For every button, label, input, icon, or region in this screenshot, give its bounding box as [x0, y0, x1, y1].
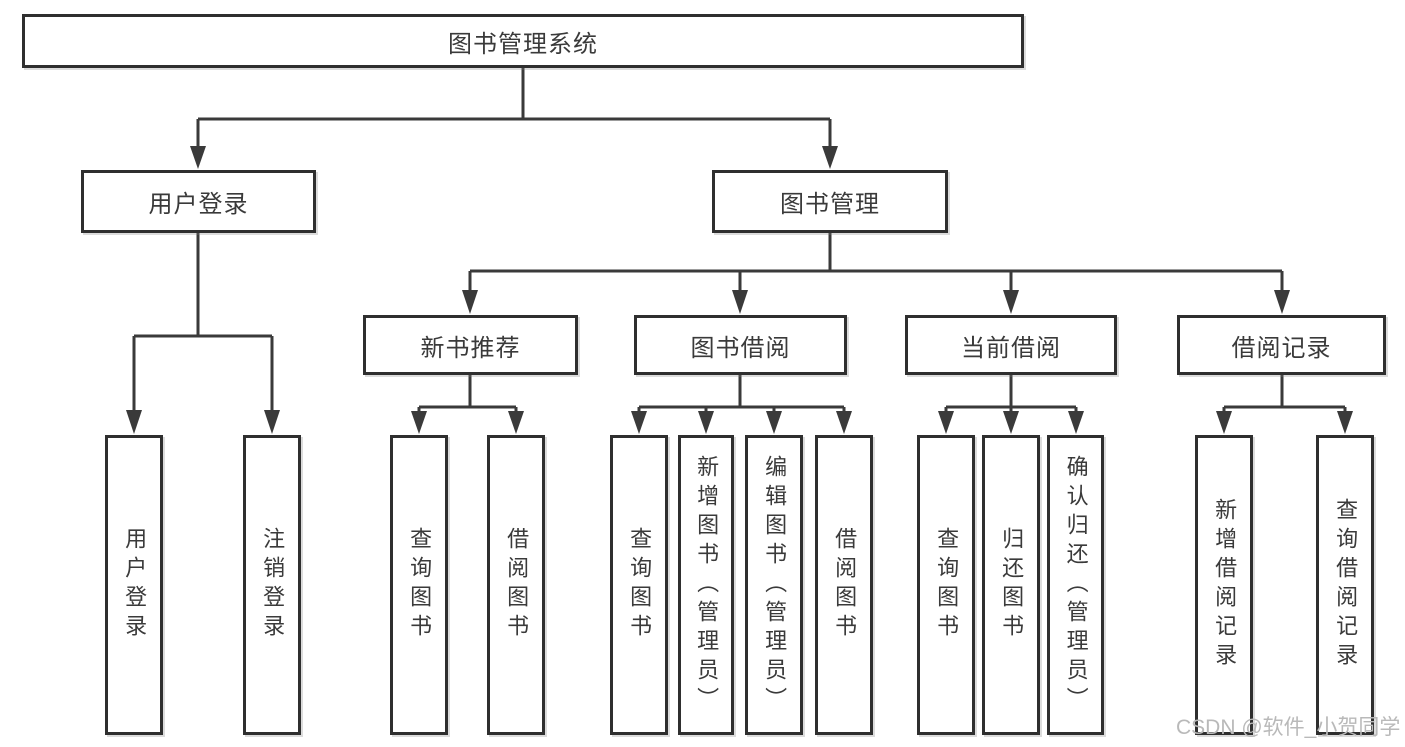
node-leaf-query-borrow-record: 查询借阅记录 [1316, 435, 1374, 735]
node-leaf-add-books-admin: 新增图书（管理员） [678, 435, 734, 735]
node-leaf-confirm-return-admin-label: 确认归还（管理员） [1063, 454, 1089, 716]
node-new-book-recommend: 新书推荐 [363, 315, 578, 375]
node-root: 图书管理系统 [22, 14, 1024, 68]
node-new-book-recommend-label: 新书推荐 [420, 334, 521, 362]
node-leaf-query-books-recommend-label: 查询图书 [407, 527, 433, 643]
arrowhead [698, 411, 714, 434]
connector-root-to-level2 [190, 68, 838, 169]
arrowhead [822, 146, 838, 169]
node-leaf-return-books-label: 归还图书 [999, 527, 1025, 643]
arrowhead [1274, 290, 1290, 314]
arrowhead [631, 411, 647, 434]
connector-book-management-to-level3 [462, 233, 1290, 314]
node-leaf-borrow-books: 借阅图书 [815, 435, 873, 735]
connector-borrow-records-to-leaves [1216, 375, 1353, 434]
node-leaf-logout: 注销登录 [243, 435, 301, 735]
arrowhead [508, 411, 524, 434]
node-leaf-add-borrow-record: 新增借阅记录 [1195, 435, 1253, 735]
arrowhead [126, 410, 142, 434]
node-user-login: 用户登录 [81, 170, 316, 233]
node-borrow-records: 借阅记录 [1177, 315, 1386, 375]
arrowhead [411, 411, 427, 434]
arrowhead [190, 146, 206, 169]
arrowhead [836, 411, 852, 434]
node-leaf-query-borrow-record-label: 查询借阅记录 [1333, 498, 1359, 672]
node-leaf-query-books-borrow-label: 查询图书 [627, 527, 653, 643]
node-leaf-confirm-return-admin: 确认归还（管理员） [1047, 435, 1104, 735]
node-book-borrow-label: 图书借阅 [690, 334, 791, 362]
node-leaf-query-books-current-label: 查询图书 [934, 527, 960, 643]
arrowhead [462, 290, 478, 314]
node-leaf-query-books-borrow: 查询图书 [610, 435, 668, 735]
arrowhead [1216, 411, 1232, 434]
node-current-borrow: 当前借阅 [905, 315, 1117, 375]
node-book-management-label: 图书管理 [780, 191, 880, 218]
watermark-csdn: CSDN @软件_小贺同学 [1176, 716, 1401, 739]
arrowhead [264, 410, 280, 434]
connector-new-book-recommend-to-leaves [411, 375, 524, 434]
node-leaf-logout-label: 注销登录 [260, 527, 286, 643]
node-root-label: 图书管理系统 [448, 30, 598, 58]
node-leaf-borrow-books-recommend: 借阅图书 [487, 435, 545, 735]
node-leaf-return-books: 归还图书 [982, 435, 1040, 735]
node-leaf-add-borrow-record-label: 新增借阅记录 [1212, 498, 1238, 672]
node-leaf-borrow-books-recommend-label: 借阅图书 [504, 527, 530, 643]
arrowhead [732, 290, 748, 314]
arrowhead [766, 411, 782, 434]
connector-user-login-to-leaves [126, 233, 280, 434]
node-leaf-user-login: 用户登录 [105, 435, 163, 735]
node-book-management: 图书管理 [712, 170, 948, 233]
node-leaf-borrow-books-label: 借阅图书 [832, 527, 858, 643]
arrowhead [1003, 290, 1019, 314]
node-user-login-label: 用户登录 [148, 191, 249, 218]
node-leaf-query-books-recommend: 查询图书 [390, 435, 448, 735]
arrowhead [1068, 411, 1084, 434]
arrowhead [1003, 411, 1019, 434]
connector-current-borrow-to-leaves [938, 375, 1084, 434]
connector-book-borrow-to-leaves [631, 375, 852, 434]
node-leaf-add-books-admin-label: 新增图书（管理员） [694, 454, 720, 716]
node-current-borrow-label: 当前借阅 [961, 334, 1061, 362]
node-borrow-records-label: 借阅记录 [1231, 334, 1332, 362]
node-leaf-query-books-current: 查询图书 [917, 435, 975, 735]
node-leaf-edit-books-admin-label: 编辑图书（管理员） [762, 454, 788, 716]
node-leaf-edit-books-admin: 编辑图书（管理员） [745, 435, 803, 735]
node-book-borrow: 图书借阅 [634, 315, 847, 375]
arrowhead [938, 411, 954, 434]
arrowhead [1337, 411, 1353, 434]
node-leaf-user-login-label: 用户登录 [122, 527, 148, 643]
